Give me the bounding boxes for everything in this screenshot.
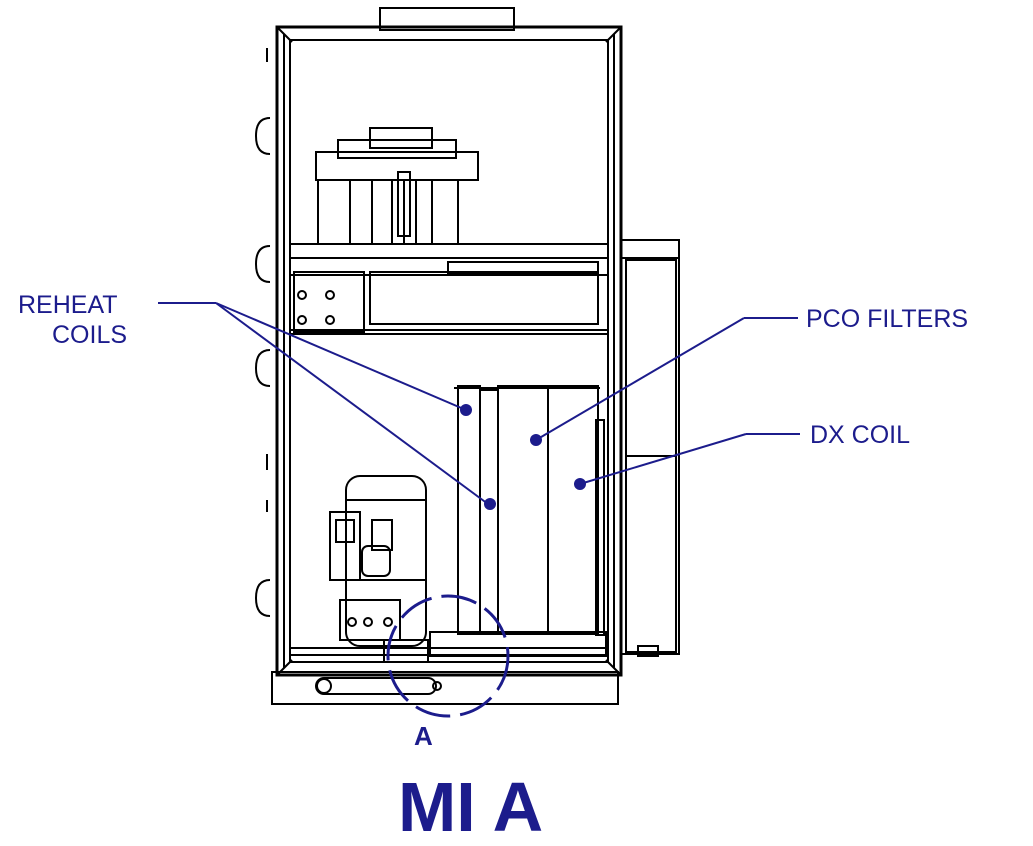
divider-deck	[289, 243, 609, 259]
pointer-dot-pco	[530, 434, 542, 446]
detail-marker-label: A	[414, 721, 433, 751]
label-dx-coil: DX COIL	[810, 421, 911, 449]
view-title: MI A	[398, 768, 544, 846]
label-reheat-line2: COILS	[52, 321, 128, 349]
leader-reheat-to-coil-2	[215, 302, 489, 505]
leader-pco	[535, 317, 745, 441]
pointer-dot-reheat-2	[484, 498, 496, 510]
top-collar	[379, 7, 515, 31]
door-latches	[254, 48, 271, 617]
drain-pan	[429, 631, 607, 657]
cabinet-inner	[289, 39, 609, 663]
base-rail	[271, 671, 619, 705]
pointer-dot-dx	[574, 478, 586, 490]
coil-stack	[454, 385, 605, 636]
leader-reheat-to-coil-1	[215, 302, 467, 411]
blower-assembly	[315, 127, 479, 245]
control-box	[293, 271, 365, 333]
drain-fitting	[315, 677, 437, 695]
label-reheat-line1: REHEAT	[18, 291, 118, 319]
leader-dx	[579, 433, 747, 485]
label-pco-filters: PCO FILTERS	[806, 305, 969, 333]
detail-circle-a	[386, 594, 510, 718]
compressor	[329, 475, 429, 663]
side-duct-connection	[620, 239, 680, 657]
pointer-dot-reheat-1	[460, 404, 472, 416]
